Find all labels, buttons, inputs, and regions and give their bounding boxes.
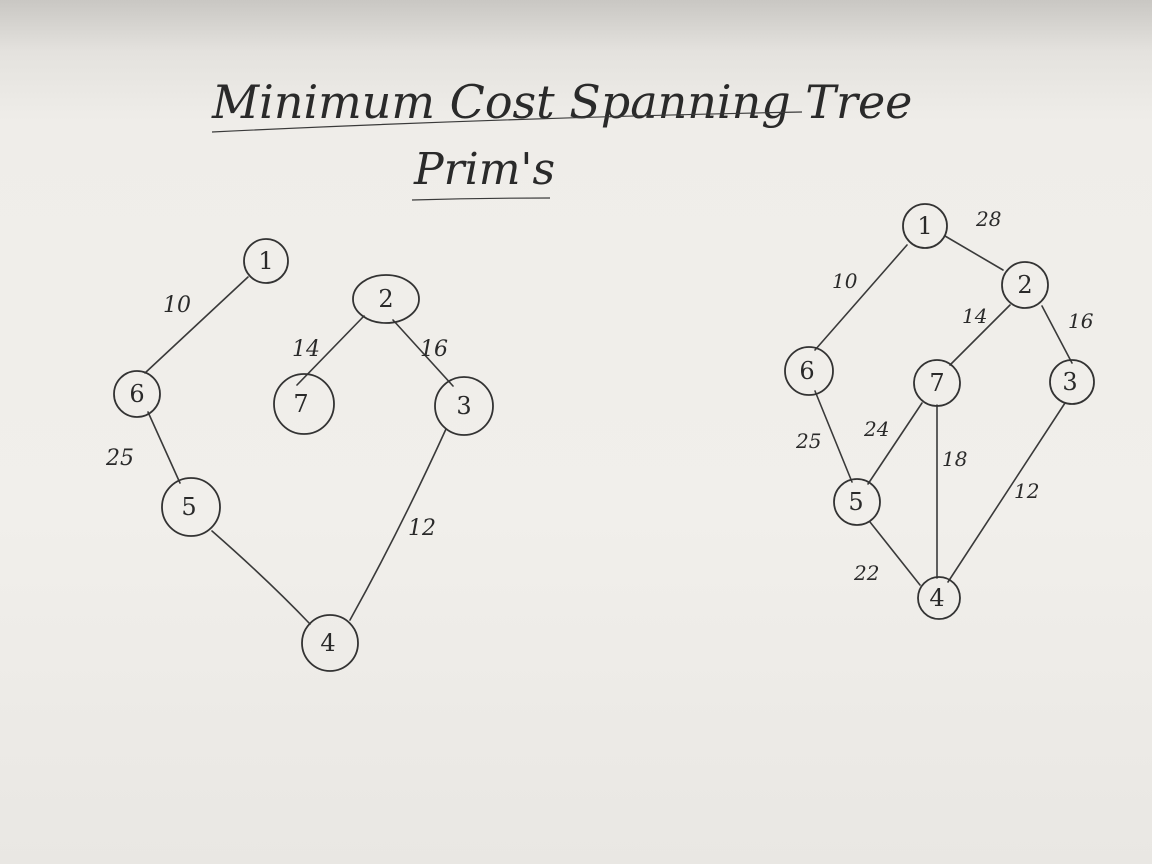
subtitle-underline [411, 197, 551, 201]
svg-text:2: 2 [1017, 271, 1032, 299]
title-underline [211, 111, 803, 133]
graph-weight-1-6: 10 [832, 269, 858, 293]
graph-weight-1-2: 28 [975, 207, 1001, 231]
tree-node-1: 1 [243, 238, 289, 284]
graph-weight-5-4: 22 [853, 561, 879, 585]
tree-weight-6-5: 25 [105, 446, 134, 471]
graph-weight-2-7: 14 [962, 304, 987, 328]
tree-edge-5-4 [211, 530, 311, 625]
tree-weight-1-6: 10 [163, 293, 191, 318]
subtitle: Prim's [413, 144, 555, 195]
svg-text:4: 4 [320, 629, 335, 657]
tree-edge-6-5 [147, 411, 181, 484]
svg-text:5: 5 [181, 493, 196, 521]
graph-node-3: 3 [1049, 359, 1095, 405]
graph-weight-2-3: 16 [1068, 309, 1094, 333]
tree-weight-3-4: 12 [408, 516, 436, 541]
tree-node-5: 5 [161, 477, 221, 537]
graph-node-6: 6 [784, 346, 834, 396]
spanning-tree: 1 2 3 4 5 6 7 10 14 16 25 12 [105, 238, 494, 672]
svg-text:3: 3 [456, 392, 471, 420]
tree-node-4: 4 [301, 614, 359, 672]
tree-node-2: 2 [352, 274, 420, 324]
original-graph: 1 2 3 4 5 6 7 28 10 14 16 25 [784, 203, 1095, 620]
title: Minimum Cost Spanning Tree [211, 75, 912, 129]
graph-node-7: 7 [913, 359, 961, 407]
svg-text:6: 6 [799, 357, 814, 385]
tree-node-3: 3 [434, 376, 494, 436]
svg-text:1: 1 [917, 212, 932, 240]
svg-text:6: 6 [129, 380, 144, 408]
graph-edge-1-6 [814, 244, 908, 351]
graph-edge-3-4 [947, 402, 1066, 583]
tree-edge-2-3 [392, 319, 454, 387]
graph-edge-5-4 [869, 521, 921, 586]
graph-weight-6-5: 25 [795, 429, 821, 453]
tree-weight-2-3: 16 [420, 337, 448, 362]
graph-node-4: 4 [917, 576, 961, 620]
svg-text:7: 7 [293, 390, 308, 418]
graph-weight-3-4: 12 [1014, 479, 1039, 503]
svg-text:4: 4 [929, 584, 944, 612]
tree-edge-1-6 [144, 276, 249, 374]
svg-text:1: 1 [258, 247, 273, 275]
tree-node-6: 6 [113, 370, 161, 418]
graph-edge-6-5 [814, 390, 853, 483]
graph-edge-2-3 [1041, 305, 1073, 364]
graph-node-5: 5 [833, 478, 881, 526]
svg-text:2: 2 [378, 285, 393, 313]
svg-text:7: 7 [929, 369, 944, 397]
tree-node-7: 7 [273, 373, 335, 435]
svg-text:3: 3 [1062, 368, 1077, 396]
graph-edge-7-5 [867, 402, 923, 485]
graph-node-1: 1 [902, 203, 948, 249]
tree-edge-3-4 [349, 428, 447, 621]
graph-node-2: 2 [1001, 261, 1049, 309]
graph-weight-7-4: 18 [942, 447, 967, 471]
tree-weight-2-7: 14 [292, 337, 320, 362]
graph-edge-2-7 [949, 304, 1011, 366]
graph-weight-7-5: 24 [863, 417, 889, 441]
graph-edge-1-2 [944, 235, 1004, 271]
svg-text:5: 5 [848, 488, 863, 516]
